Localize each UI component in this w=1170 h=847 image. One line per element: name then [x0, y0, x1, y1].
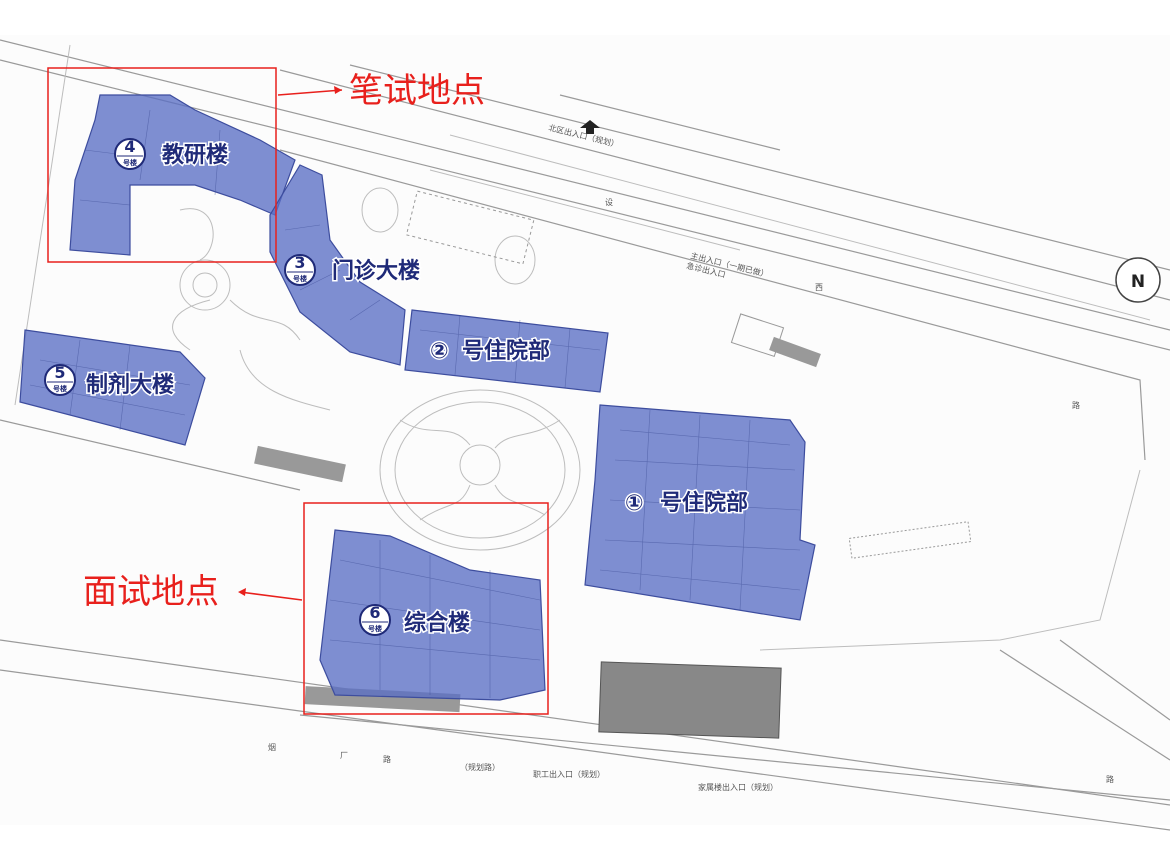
highlights: 笔试地点 面试地点: [47, 67, 549, 715]
building-3-label: 3 号楼 门诊大楼: [284, 253, 422, 286]
arrow-icon: [277, 89, 343, 96]
svg-text:5: 5: [54, 363, 65, 382]
svg-text:3: 3: [294, 253, 305, 272]
svg-text:号住院部: 号住院部: [462, 338, 550, 364]
building-labels: 4 号楼 教研楼 3 号楼 门诊大楼 ② 号住院部 5 号楼 制剂大楼 ① 号住…: [44, 137, 750, 638]
svg-text:设: 设: [605, 197, 613, 207]
svg-text:号楼: 号楼: [293, 274, 307, 283]
svg-text:②: ②: [430, 339, 449, 364]
buildings: [19, 94, 816, 701]
svg-text:号住院部: 号住院部: [660, 490, 748, 516]
svg-text:制剂大楼: 制剂大楼: [86, 372, 174, 398]
svg-text:家属楼出入口（规划）: 家属楼出入口（规划）: [698, 782, 778, 792]
svg-text:N: N: [1131, 272, 1145, 292]
building-4-label: 4 号楼 教研楼: [114, 137, 230, 170]
svg-text:号楼: 号楼: [368, 624, 382, 633]
svg-text:号楼: 号楼: [123, 158, 137, 167]
building-6: [319, 529, 546, 701]
building-2-label: ② 号住院部: [429, 337, 552, 366]
svg-text:门诊大楼: 门诊大楼: [332, 258, 420, 284]
building-3: [269, 164, 406, 366]
svg-text:6: 6: [369, 603, 380, 622]
svg-text:（规划路）: （规划路）: [460, 762, 500, 772]
building-5: [19, 329, 206, 446]
svg-text:号楼: 号楼: [53, 384, 67, 393]
north-gate-arrow-icon: [580, 120, 600, 134]
interview-label: 面试地点: [83, 572, 219, 612]
svg-text:职工出入口（规划）: 职工出入口（规划）: [533, 769, 605, 779]
building-6-label: 6 号楼 综合楼: [359, 603, 472, 638]
svg-text:路: 路: [1072, 400, 1080, 410]
svg-text:烟: 烟: [268, 743, 276, 752]
svg-text:厂: 厂: [340, 751, 348, 760]
svg-text:4: 4: [124, 137, 135, 156]
svg-text:路: 路: [1106, 774, 1114, 784]
building-5-label: 5 号楼 制剂大楼: [44, 363, 176, 400]
written-test-label: 笔试地点: [349, 71, 485, 111]
arrow-icon: [239, 591, 303, 601]
interview-box: [303, 502, 549, 715]
building-2: [404, 309, 609, 393]
north-compass: N: [1115, 257, 1161, 303]
svg-text:路: 路: [383, 754, 391, 764]
svg-text:①: ①: [625, 491, 644, 516]
roads: [0, 39, 1170, 831]
building-4: [69, 94, 296, 256]
building-1-label: ① 号住院部: [624, 489, 750, 518]
building-1: [584, 404, 816, 621]
svg-text:教研楼: 教研楼: [162, 142, 228, 168]
written-test-box: [47, 67, 277, 263]
svg-text:西: 西: [815, 283, 823, 292]
svg-text:综合楼: 综合楼: [404, 610, 470, 636]
